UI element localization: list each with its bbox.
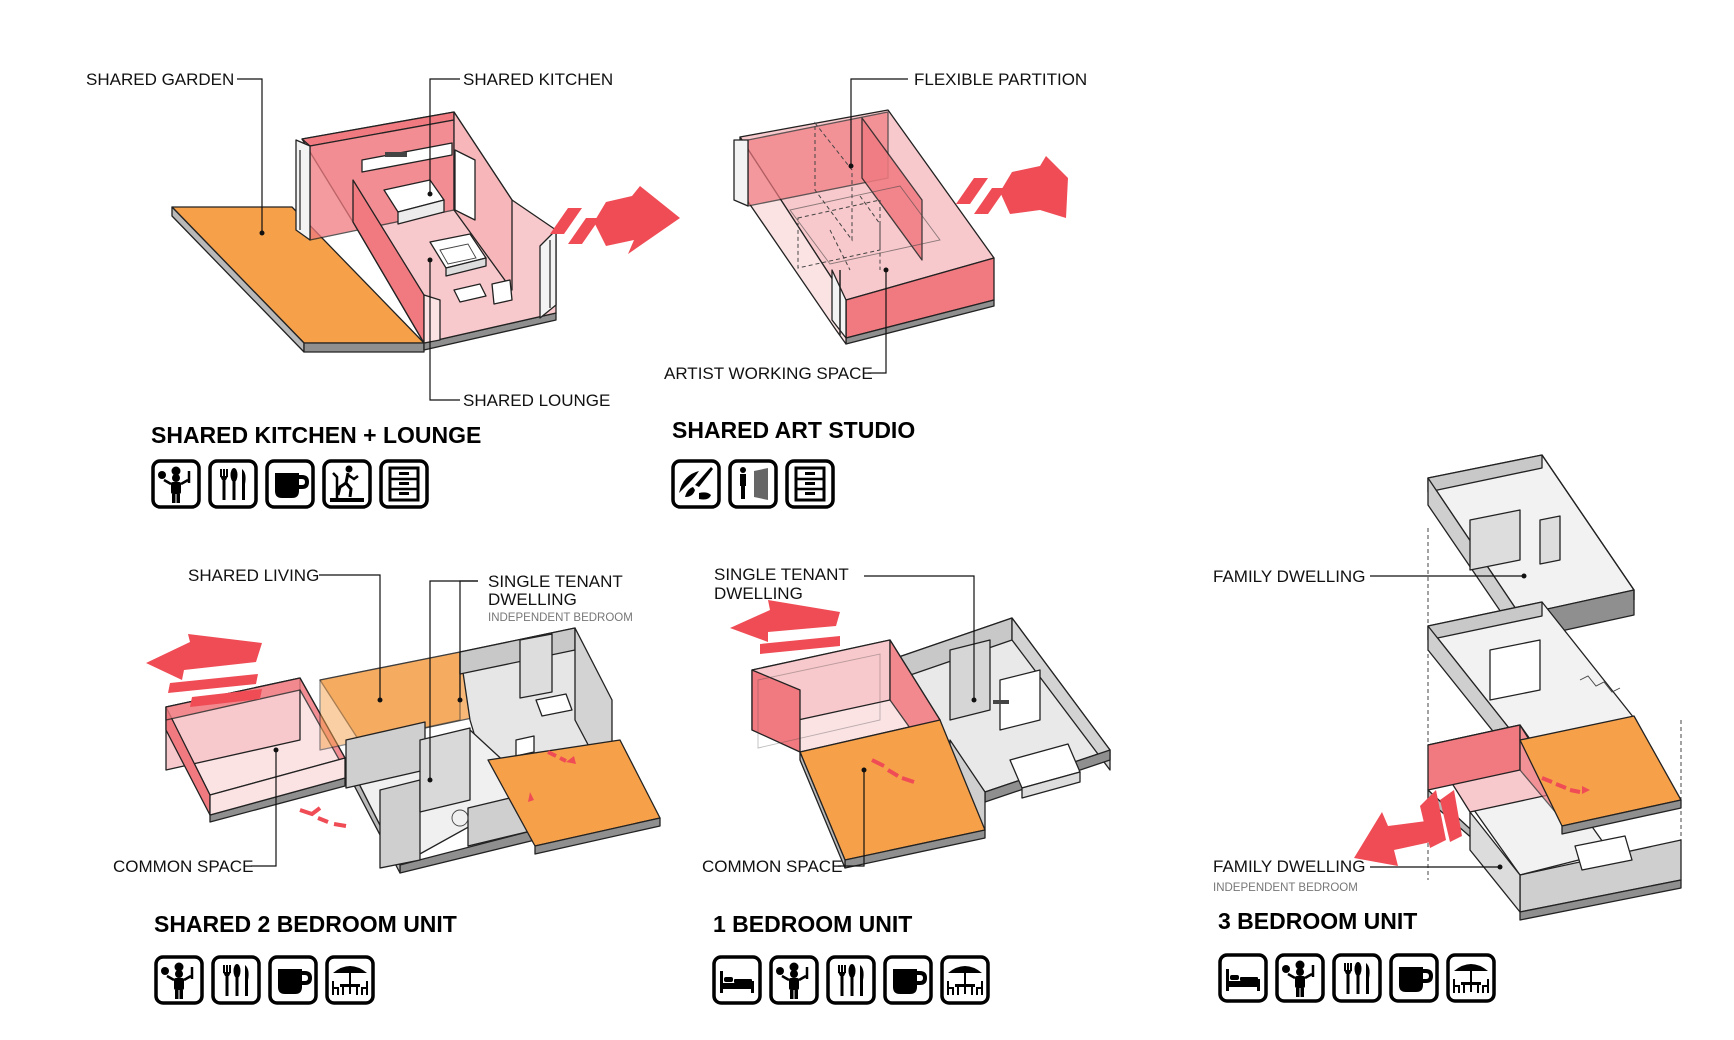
label-family-dwelling-top: FAMILY DWELLING: [1213, 567, 1365, 586]
chef-icon: [154, 955, 204, 1005]
bed-icon: [712, 955, 762, 1005]
label-dwelling: DWELLING: [488, 590, 577, 609]
chef-icon: [1275, 953, 1325, 1003]
chef-icon: [769, 955, 819, 1005]
icons-shared-2br: [154, 955, 375, 1005]
label-dwelling-1br: DWELLING: [714, 584, 803, 603]
patio-table-icon: [325, 955, 375, 1005]
three-br-labels: FAMILY DWELLING FAMILY DWELLING INDEPEND…: [1213, 567, 1527, 934]
icons-3br: [1218, 953, 1496, 1003]
treadmill-icon: [322, 459, 372, 509]
cutlery-icon: [826, 955, 876, 1005]
mug-icon: [268, 955, 318, 1005]
title-3br: 3 BEDROOM UNIT: [1218, 908, 1417, 934]
label-shared-living: SHARED LIVING: [188, 566, 319, 585]
shared-2br-labels: SHARED LIVING SINGLE TENANT DWELLING IND…: [113, 566, 633, 937]
label-independent-bedroom: INDEPENDENT BEDROOM: [488, 612, 633, 624]
icons-art-studio: [671, 459, 835, 509]
icons-kitchen-lounge: [151, 459, 429, 509]
cutlery-icon: [211, 955, 261, 1005]
palette-brush-icon: [671, 459, 721, 509]
label-shared-lounge: SHARED LOUNGE: [463, 391, 610, 410]
label-single-tenant-1br: SINGLE TENANT: [714, 565, 849, 584]
one-br-labels: SINGLE TENANT DWELLING COMMON SPACE 1 BE…: [702, 565, 977, 937]
title-shared-2br: SHARED 2 BEDROOM UNIT: [154, 911, 457, 937]
icons-1br: [712, 955, 990, 1005]
cabinet-icon: [379, 459, 429, 509]
mug-icon: [1389, 953, 1439, 1003]
label-family-dwelling-bottom: FAMILY DWELLING: [1213, 857, 1365, 876]
label-flexible-partition: FLEXIBLE PARTITION: [914, 70, 1087, 89]
bed-icon: [1218, 953, 1268, 1003]
art-studio-labels: FLEXIBLE PARTITION ARTIST WORKING SPACE …: [664, 70, 1087, 443]
chef-icon: [151, 459, 201, 509]
cabinet-icon: [785, 459, 835, 509]
kitchen-lounge-labels: SHARED GARDEN SHARED KITCHEN SHARED LOUN…: [86, 70, 613, 448]
three-br-block: [1354, 454, 1682, 921]
art-studio-block: [733, 109, 1068, 345]
mug-icon: [883, 955, 933, 1005]
label-single-tenant: SINGLE TENANT: [488, 572, 623, 591]
label-independent-bedroom-3br: INDEPENDENT BEDROOM: [1213, 882, 1358, 894]
title-art-studio: SHARED ART STUDIO: [672, 417, 915, 443]
mug-icon: [265, 459, 315, 509]
label-common-space-1br: COMMON SPACE: [702, 857, 842, 876]
kitchen-lounge-block: [171, 111, 680, 353]
label-shared-kitchen: SHARED KITCHEN: [463, 70, 613, 89]
label-shared-garden: SHARED GARDEN: [86, 70, 234, 89]
title-1br: 1 BEDROOM UNIT: [713, 911, 912, 937]
gallery-icon: [728, 459, 778, 509]
patio-table-icon: [1446, 953, 1496, 1003]
cutlery-icon: [1332, 953, 1382, 1003]
title-kitchen-lounge: SHARED KITCHEN + LOUNGE: [151, 422, 481, 448]
label-artist-working-space: ARTIST WORKING SPACE: [664, 364, 873, 383]
label-common-space: COMMON SPACE: [113, 857, 253, 876]
shared-2br-block: [146, 627, 661, 874]
one-br-block: [730, 600, 1111, 869]
patio-table-icon: [940, 955, 990, 1005]
cutlery-icon: [208, 459, 258, 509]
